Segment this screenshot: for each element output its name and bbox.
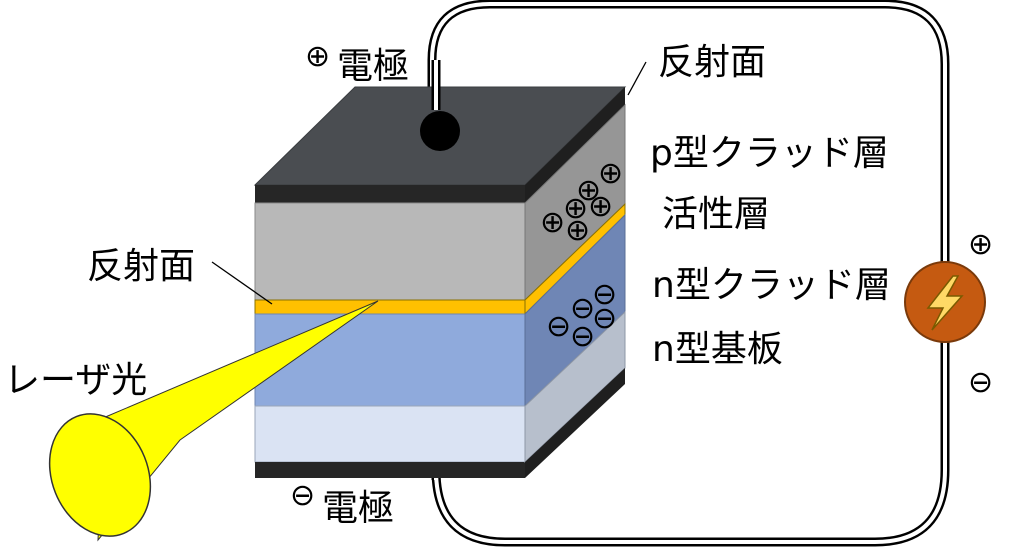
electrode-plus-label: 電極 xyxy=(337,46,409,87)
laser-beam xyxy=(48,300,379,542)
electrode-minus-symbol: ⊖ xyxy=(290,478,315,513)
mirror-left-leader xyxy=(211,261,273,305)
hole-6: ⊕ xyxy=(565,213,590,248)
beam-spot xyxy=(48,413,152,537)
n-substrate-front xyxy=(254,405,526,463)
p-clad-layer-front xyxy=(254,202,526,301)
mirror-top-label: 反射面 xyxy=(658,42,766,83)
hole-1: ⊕ xyxy=(576,173,601,208)
top-electrode-strip xyxy=(255,185,525,203)
battery-plus-sign: ⊕ xyxy=(968,227,993,262)
electron-2: ⊖ xyxy=(570,291,595,326)
hole-4: ⊕ xyxy=(588,189,613,224)
electron-3: ⊖ xyxy=(592,301,617,336)
carriers: ⊕ ⊕ ⊕ ⊕ ⊕ ⊕ ⊖ ⊖ ⊖ ⊖ ⊖ xyxy=(540,156,623,354)
mirror-left-label: 反射面 xyxy=(87,246,195,287)
electrode-plus-symbol: ⊕ xyxy=(305,39,330,74)
n-substrate-label: n型基板 xyxy=(652,329,783,370)
electron-1: ⊖ xyxy=(592,277,617,312)
laser-light-label: レーザ光 xyxy=(4,360,147,401)
lightning-bolt-icon xyxy=(926,275,964,331)
active-layer-label: 活性層 xyxy=(662,194,770,235)
mirror-top-leader xyxy=(627,61,647,96)
hole-2: ⊕ xyxy=(598,156,623,191)
laser-chip xyxy=(253,60,627,478)
circuit-wire xyxy=(427,0,950,547)
active-layer-front xyxy=(254,299,526,315)
electrode-minus-label: 電極 xyxy=(322,488,394,529)
power-source xyxy=(904,261,986,343)
p-clad-label: p型クラッド層 xyxy=(650,133,889,174)
side-bottom-electrode-strip xyxy=(525,368,625,478)
n-clad-layer-front xyxy=(254,313,526,407)
n-clad-label: n型クラッド層 xyxy=(652,265,891,306)
hole-5: ⊕ xyxy=(540,205,565,240)
electron-4: ⊖ xyxy=(546,309,571,344)
battery-minus-sign: ⊖ xyxy=(968,365,993,400)
electron-5: ⊖ xyxy=(570,319,595,354)
top-contact-dot xyxy=(420,111,460,151)
bottom-electrode-strip xyxy=(255,462,525,478)
hole-3: ⊕ xyxy=(563,191,588,226)
side-electrode-strip xyxy=(525,87,625,203)
